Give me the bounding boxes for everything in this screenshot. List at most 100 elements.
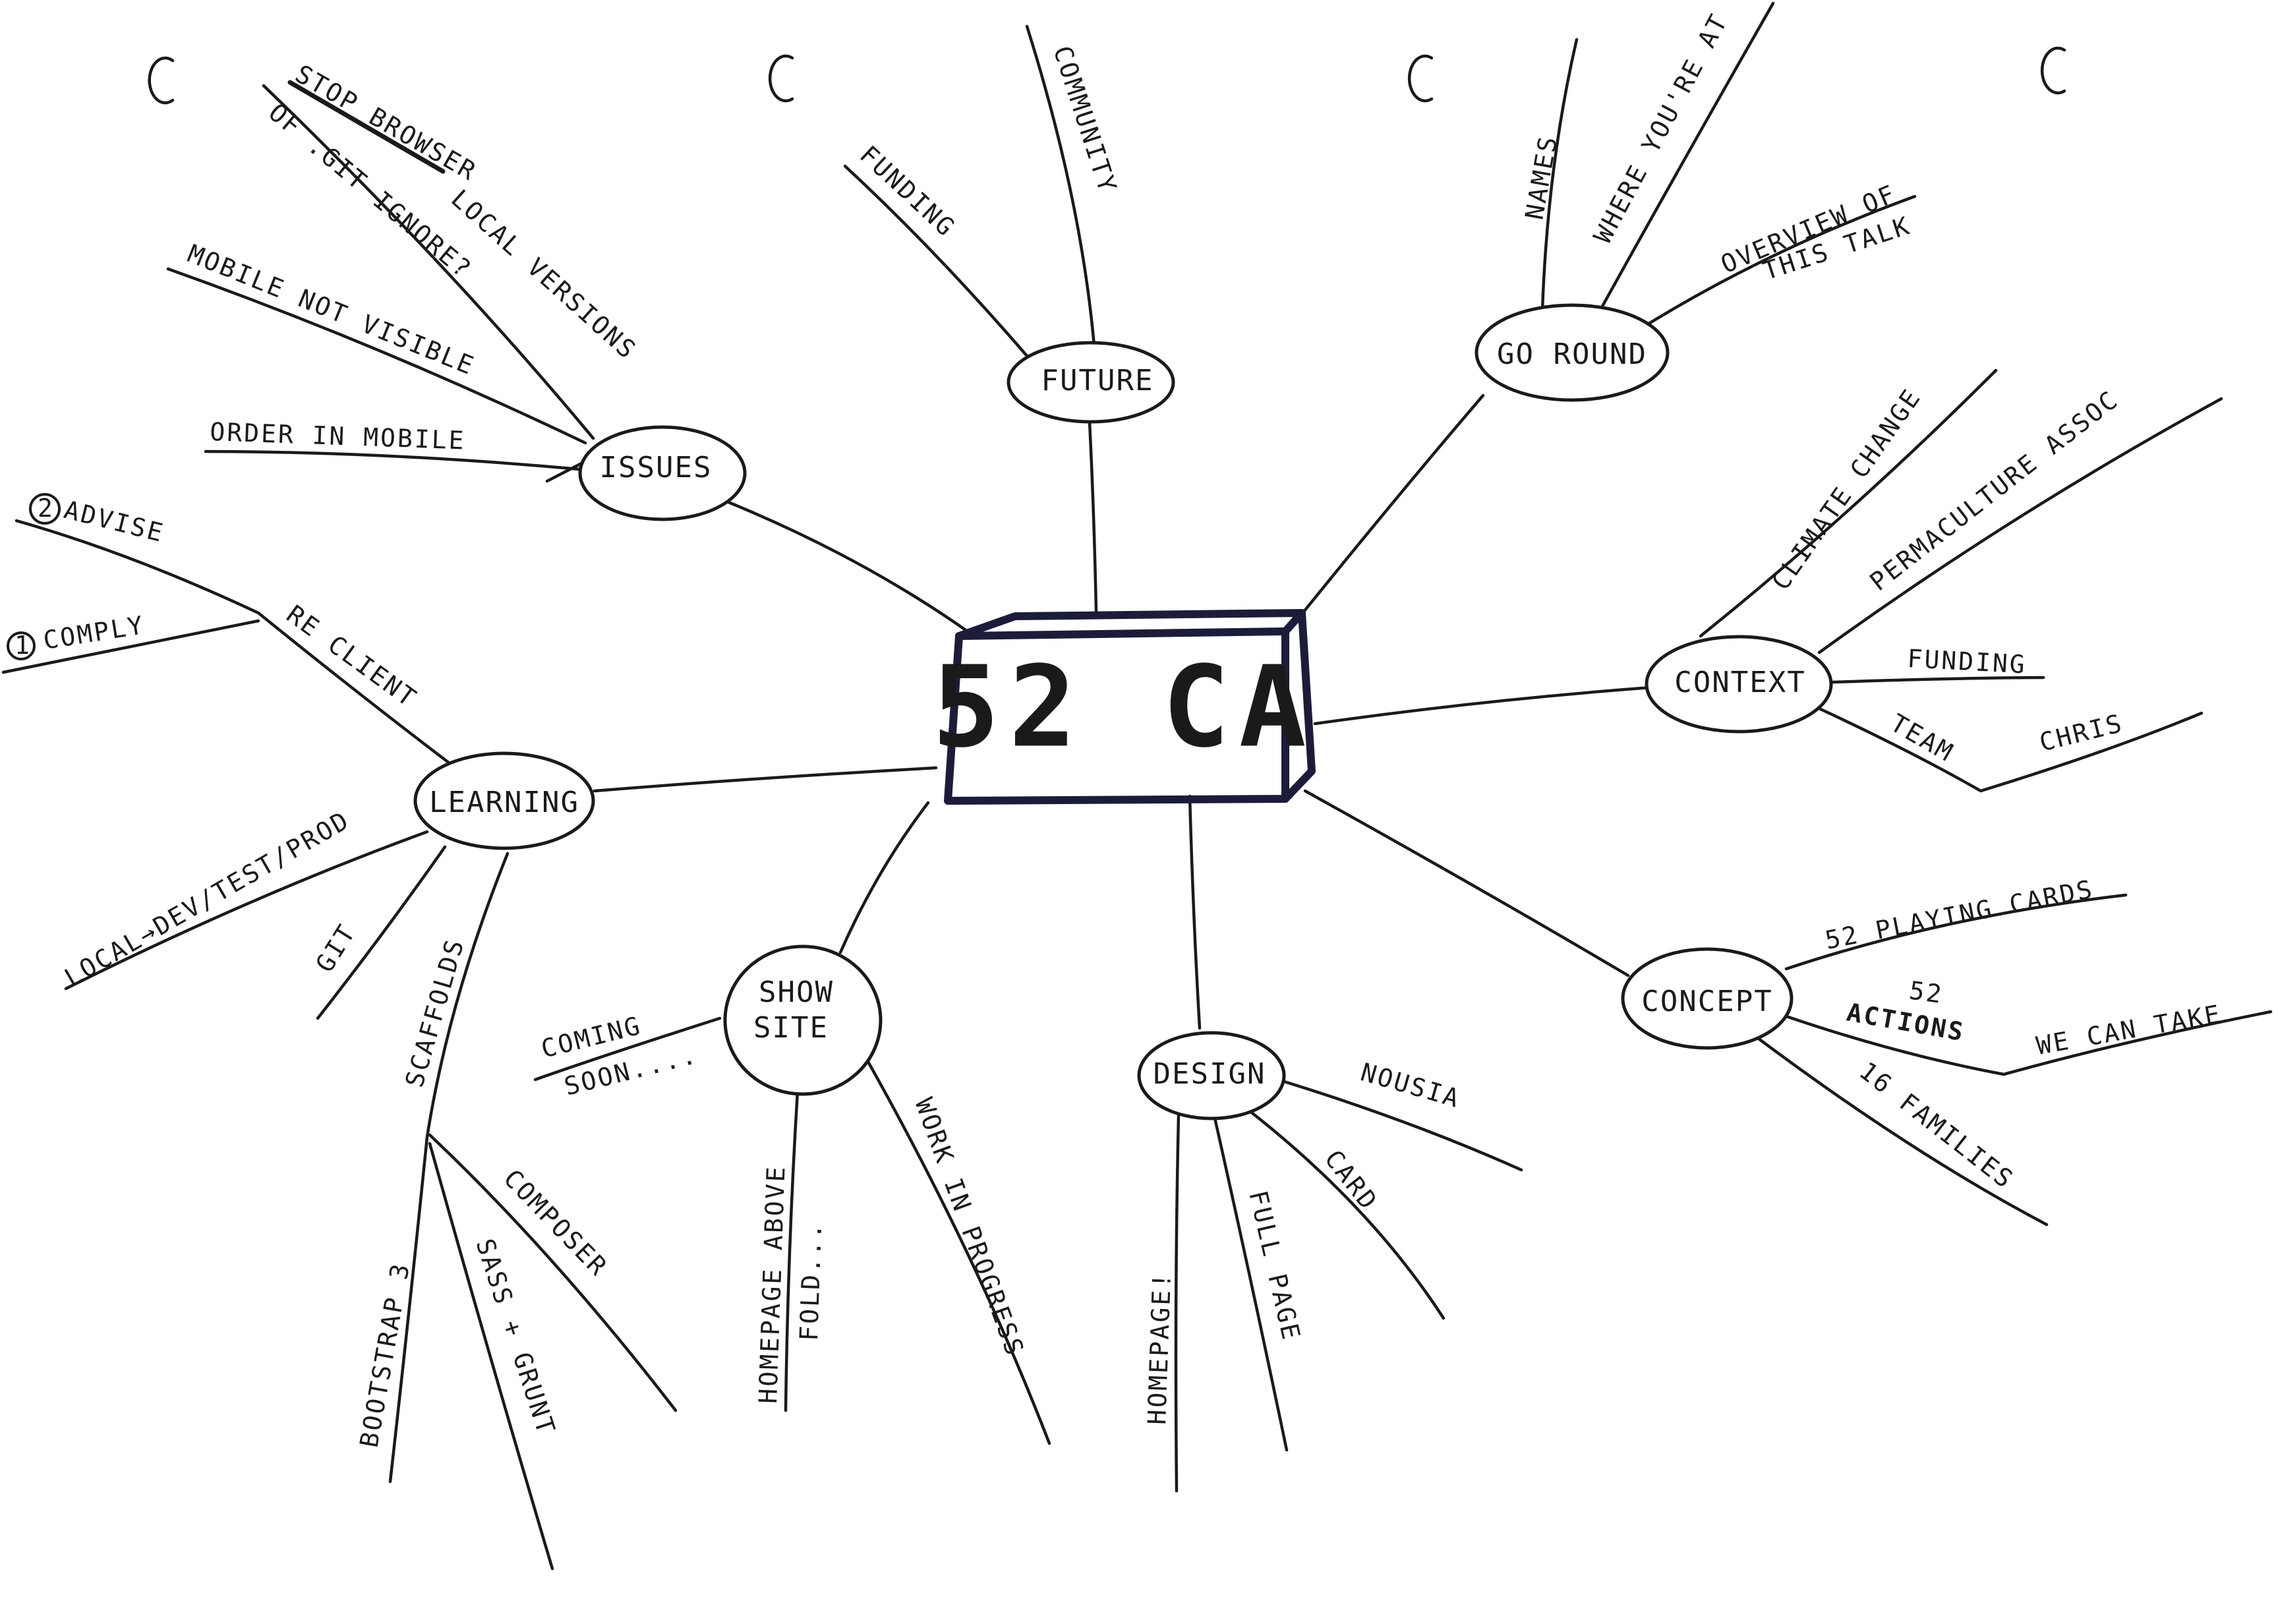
line-learning-comply: [1, 619, 260, 674]
line-concept-actions: [1784, 1010, 2273, 1076]
node-learning-label: LEARNING: [429, 786, 579, 819]
line-go-round-overview: [1639, 194, 1917, 330]
node-context-bubble: [1645, 635, 1833, 734]
leaf-learning-scaffolds: SCAFFOLDS: [399, 935, 469, 1090]
node-show-site-label-1: SHOW: [759, 975, 834, 1009]
leaf-context-chris: CHRIS: [2037, 709, 2126, 757]
line-design-nousia: [1280, 1079, 1523, 1172]
hole-3: [1407, 54, 1434, 103]
node-show-site: SHOW SITE: [723, 944, 883, 1096]
leaf-concept-playing-cards: 52 PLAYING CARDS: [1823, 875, 2096, 955]
node-future-bubble: [1007, 341, 1175, 424]
concept-branches: [1751, 893, 2273, 1227]
node-concept-label: CONCEPT: [1641, 985, 1772, 1018]
binder-holes: [148, 46, 2066, 105]
node-go-round-label: GO ROUND: [1497, 337, 1647, 371]
line-show-site-coming: [533, 1016, 722, 1082]
hole-4: [2040, 46, 2066, 95]
line-concept-families: [1751, 1033, 2049, 1227]
leaf-design-homepage: HOMEPAGE!: [1142, 1271, 1177, 1425]
design-branches: [1174, 1079, 1523, 1493]
center-box-top: [955, 609, 1306, 640]
hole-1: [148, 56, 175, 105]
node-design: DESIGN: [1137, 1031, 1286, 1120]
node-issues-label: ISSUES: [600, 451, 713, 484]
leaf-learning-local-dev: LOCAL→DEV/TEST/PROD: [60, 805, 355, 993]
line-context-team: [1817, 707, 2204, 793]
hole-2: [768, 54, 794, 103]
leaf-concept-we-can-take: WE CAN TAKE: [2034, 999, 2224, 1060]
show-site-branches: [533, 1016, 1051, 1445]
line-design-homepage: [1174, 1113, 1181, 1493]
node-go-round-bubble: [1475, 303, 1670, 402]
line-future-funding: [843, 164, 1029, 358]
branch-design: [1188, 794, 1202, 1030]
leaf-design-nousia: NOUSIA: [1358, 1057, 1464, 1113]
line-show-site-wip: [863, 1054, 1051, 1445]
line-future-community: [1025, 24, 1096, 348]
go-round-branches: [1540, 1, 1917, 330]
issues-branches: [166, 84, 595, 483]
branch-future: [1088, 420, 1098, 614]
line-learning-re-client: [256, 611, 452, 765]
line-context-funding: [1830, 676, 2045, 684]
leaf-issues-crossed-out: STOP BROWSER: [291, 59, 482, 187]
branch-show-site: [838, 801, 930, 954]
learning-branches: [1, 519, 678, 1571]
branch-context: [1313, 685, 1653, 726]
context-branches: [1699, 368, 2223, 793]
circle-number-1: [7, 631, 36, 660]
node-concept: CONCEPT: [1621, 947, 1794, 1050]
line-go-round-where: [1598, 1, 1775, 312]
node-context: CONTEXT: [1645, 635, 1833, 734]
leaf-issues-local-versions: LOCAL VERSIONS: [446, 184, 643, 365]
line-learning-advise: [15, 519, 260, 615]
branch-go-round: [1302, 393, 1485, 614]
leaf-context-funding: FUNDING: [1907, 644, 2028, 679]
line-go-round-names: [1540, 38, 1579, 312]
leaf-issues-order-in-mobile: ORDER IN MOBILE: [210, 417, 466, 455]
node-learning: LEARNING: [413, 751, 595, 850]
line-design-full-page: [1212, 1113, 1289, 1452]
go-round-leaves: NAMES WHERE YOU'RE AT OVERVIEW OF THIS T…: [1520, 9, 1915, 286]
line-context-climate: [1699, 368, 1998, 638]
node-concept-bubble: [1621, 947, 1794, 1050]
node-issues-bubble: [578, 425, 747, 521]
leaf-learning-advise-num: 2: [38, 494, 55, 523]
leaf-design-full-page: FULL PAGE: [1243, 1188, 1306, 1344]
node-design-bubble: [1137, 1031, 1286, 1120]
circle-number-2: [29, 493, 61, 525]
line-design-card: [1247, 1109, 1446, 1320]
leaf-concept-actions-num: 52: [1908, 975, 1945, 1009]
line-context-permaculture: [1817, 397, 2223, 654]
concept-leaves: 52 PLAYING CARDS 52 ACTIONS WE CAN TAKE …: [1823, 875, 2224, 1195]
line-issues-tick: [545, 459, 587, 483]
node-design-label: DESIGN: [1154, 1057, 1266, 1091]
leaf-future-community: COMMUNITY: [1047, 42, 1123, 197]
node-future-label: FUTURE: [1041, 364, 1154, 397]
leaf-show-site-wip: WORK IN PROGRESS: [910, 1094, 1030, 1360]
line-learning-sass: [428, 1142, 554, 1571]
node-context-label: CONTEXT: [1674, 666, 1805, 699]
line-issues-order-mobile: [204, 450, 582, 471]
issues-leaves: STOP BROWSER LOCAL VERSIONS OF .GIT IGNO…: [184, 59, 643, 455]
line-learning-git: [316, 845, 447, 1020]
leaf-learning-git: GIT: [310, 919, 361, 977]
node-future: FUTURE: [1007, 341, 1175, 424]
branch-issues: [715, 496, 970, 633]
center-label: 52 CA: [932, 642, 1316, 772]
line-issues-local-versions: [262, 84, 595, 440]
leaf-learning-bootstrap: BOOTSTRAP 3: [355, 1260, 416, 1450]
branch-learning: [593, 766, 938, 793]
future-branches: [843, 24, 1096, 358]
line-concept-playing-cards: [1784, 893, 2128, 971]
center-box-side: [1281, 609, 1316, 803]
leaf-learning-comply-num: 1: [15, 631, 32, 660]
node-go-round: GO ROUND: [1475, 303, 1670, 402]
node-issues: ISSUES: [578, 425, 747, 521]
main-branches: [593, 393, 1653, 1030]
node-show-site-bubble: [723, 944, 883, 1096]
leaf-show-site-homepage-2: FOLD...: [794, 1221, 827, 1342]
leaf-go-round-where: WHERE YOU'RE AT: [1588, 9, 1734, 248]
